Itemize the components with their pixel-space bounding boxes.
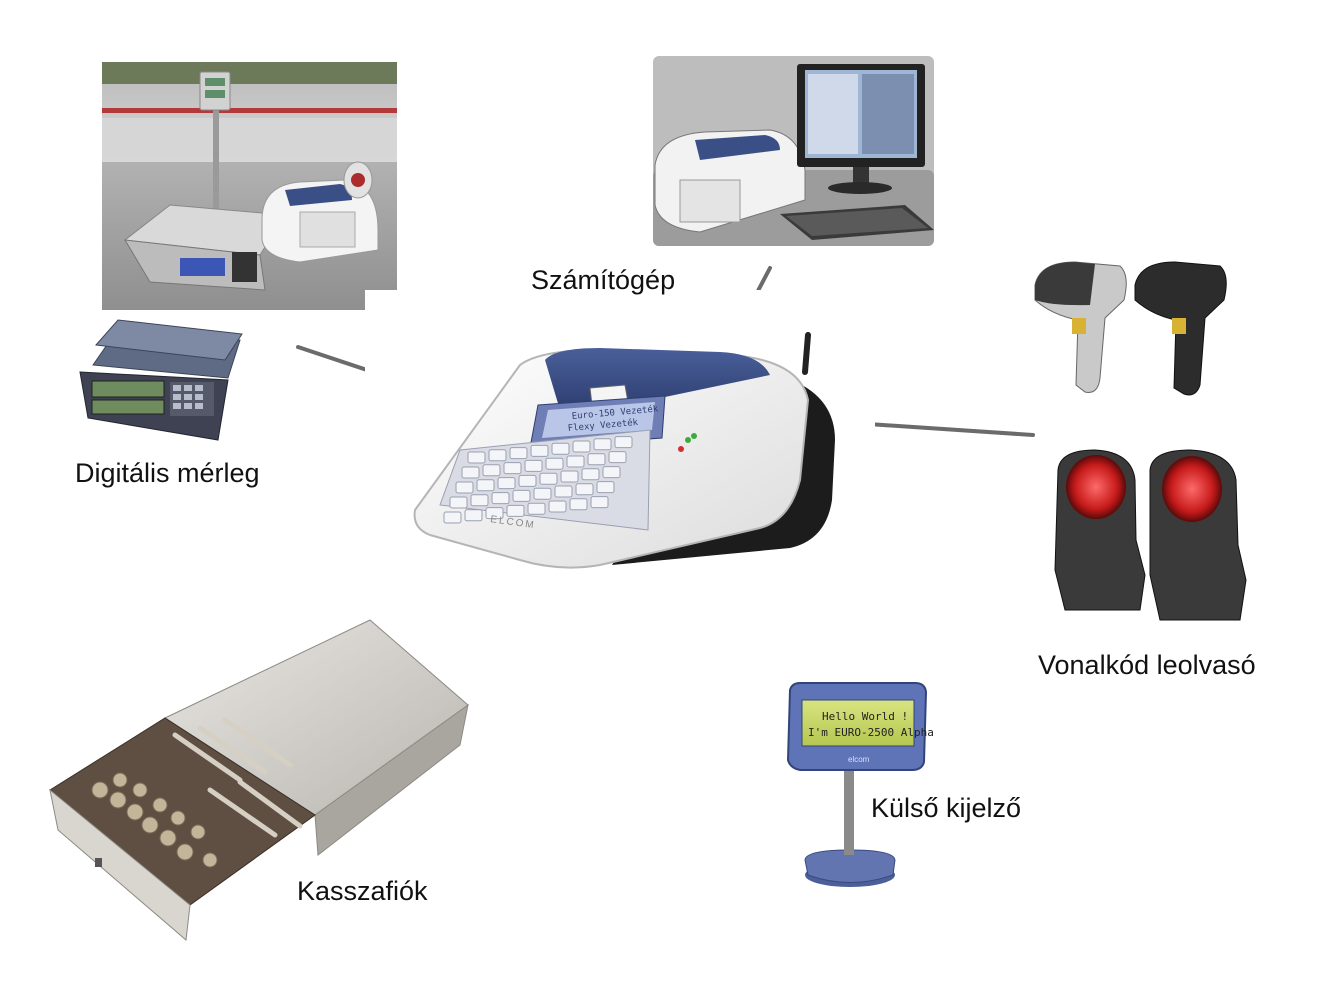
customer-display-icon: Hello World ! I'm EURO-2500 Alpha elcom bbox=[788, 683, 934, 887]
register-key bbox=[594, 439, 611, 450]
register-key bbox=[555, 486, 572, 497]
label-barcode-reader: Vonalkód leolvasó bbox=[1038, 650, 1256, 681]
computer-icon bbox=[653, 56, 934, 246]
label-computer: Számítógép bbox=[531, 265, 675, 296]
register-key bbox=[528, 503, 545, 514]
register-key bbox=[570, 499, 587, 510]
register-key bbox=[531, 445, 548, 456]
register-key bbox=[477, 480, 494, 491]
register-key bbox=[456, 482, 473, 493]
register-key bbox=[444, 512, 461, 523]
label-external-display: Külső kijelző bbox=[871, 793, 1021, 824]
register-key bbox=[540, 473, 557, 484]
register-key bbox=[504, 463, 521, 474]
register-key bbox=[573, 441, 590, 452]
register-key bbox=[525, 460, 542, 471]
register-key bbox=[567, 456, 584, 467]
register-key bbox=[489, 450, 506, 461]
register-key bbox=[465, 510, 482, 521]
register-key bbox=[591, 497, 608, 508]
connector-barcode bbox=[868, 424, 1033, 435]
label-digital-scale: Digitális mérleg bbox=[75, 458, 260, 489]
register-key bbox=[498, 478, 515, 489]
register-key bbox=[561, 471, 578, 482]
register-key bbox=[468, 452, 485, 463]
display-screen-line1: Hello World ! bbox=[822, 710, 908, 723]
scale-icon bbox=[80, 320, 242, 440]
register-key bbox=[462, 467, 479, 478]
register-key bbox=[549, 501, 566, 512]
register-key bbox=[507, 505, 524, 516]
register-key bbox=[546, 458, 563, 469]
display-brand: elcom bbox=[848, 755, 870, 764]
register-key bbox=[519, 475, 536, 486]
cash-register-icon: Euro-150 Vezeték Flexy Vezeték ELCOM bbox=[365, 290, 875, 670]
register-key bbox=[615, 437, 632, 448]
register-key bbox=[582, 469, 599, 480]
register-key bbox=[534, 488, 551, 499]
register-key bbox=[471, 495, 488, 506]
register-key bbox=[576, 484, 593, 495]
register-key bbox=[450, 497, 467, 508]
display-screen-line2: I'm EURO-2500 Alpha bbox=[808, 726, 934, 739]
scale-scene-photo bbox=[102, 62, 397, 310]
register-key bbox=[552, 443, 569, 454]
register-key bbox=[603, 467, 620, 478]
register-key bbox=[597, 482, 614, 493]
register-key bbox=[483, 465, 500, 476]
register-key bbox=[588, 454, 605, 465]
label-cash-drawer: Kasszafiók bbox=[297, 876, 428, 907]
register-key bbox=[492, 493, 509, 504]
register-key bbox=[609, 452, 626, 463]
register-key bbox=[513, 490, 530, 501]
register-key bbox=[510, 448, 527, 459]
barcode-scanner-icon bbox=[1035, 262, 1246, 620]
